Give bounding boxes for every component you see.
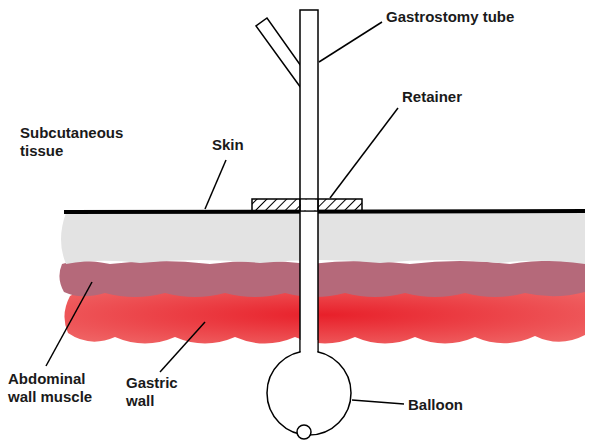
tube-shaft [300,10,318,354]
balloon-label: Balloon [408,396,463,414]
skin-label: Skin [212,136,244,154]
subcutaneous-label: Subcutaneous tissue [20,124,150,160]
retainer-label: Retainer [402,88,462,106]
abdominal-muscle [59,261,585,297]
side-port [256,18,301,88]
leader-lines [46,22,404,404]
tube-tip [297,425,311,439]
gastric-wall-label: Gastric wall [126,374,196,410]
balloon [267,351,351,435]
subcutaneous-layer [61,213,585,264]
retainer [252,199,362,211]
tube-label: Gastrostomy tube [386,8,514,26]
muscle-label: Abdominal wall muscle [8,370,103,406]
